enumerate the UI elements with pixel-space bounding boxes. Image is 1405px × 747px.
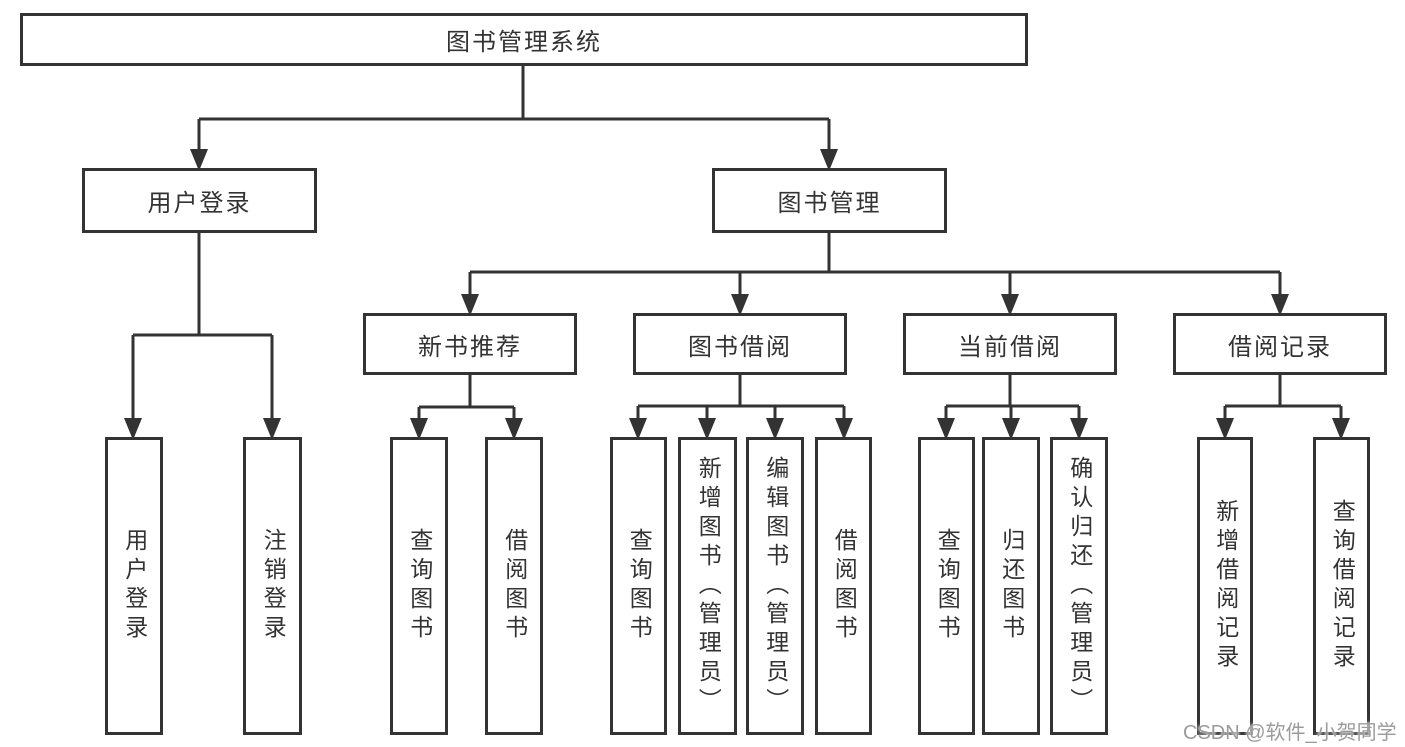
node-book-borrow: 图书借阅 xyxy=(633,313,847,375)
leaf-query-borrow-record: 查询借阅记录 xyxy=(1313,437,1370,735)
leaf-add-books-admin-label: 新增图书（管理员） xyxy=(695,455,722,717)
leaf-logout: 注销登录 xyxy=(243,437,302,735)
node-book-management-label: 图书管理 xyxy=(777,190,882,217)
leaf-query-books-current-label: 查询图书 xyxy=(934,528,961,644)
leaf-query-books-borrow-label: 查询图书 xyxy=(626,528,653,644)
leaf-user-login: 用户登录 xyxy=(105,437,163,735)
leaf-query-books-recommend-label: 查询图书 xyxy=(406,528,433,644)
node-new-book-recommend: 新书推荐 xyxy=(363,313,577,375)
node-library-system: 图书管理系统 xyxy=(20,13,1028,66)
leaf-borrow-books-label: 借阅图书 xyxy=(831,528,858,644)
leaf-user-login-label: 用户登录 xyxy=(121,528,148,644)
node-book-management: 图书管理 xyxy=(712,168,947,233)
node-current-borrow: 当前借阅 xyxy=(903,313,1117,375)
node-borrow-records: 借阅记录 xyxy=(1173,313,1387,375)
leaf-return-books: 归还图书 xyxy=(982,437,1040,735)
leaf-confirm-return-admin-label: 确认归还（管理员） xyxy=(1066,455,1093,717)
leaf-borrow-books: 借阅图书 xyxy=(815,437,872,735)
leaf-confirm-return-admin: 确认归还（管理员） xyxy=(1050,437,1108,735)
csdn-watermark: CSDN @软件_小贺同学 xyxy=(1183,722,1397,744)
node-borrow-records-label: 借阅记录 xyxy=(1228,333,1332,361)
leaf-borrow-books-recommend-label: 借阅图书 xyxy=(501,528,528,644)
leaf-add-borrow-record-label: 新增借阅记录 xyxy=(1212,499,1239,673)
leaf-logout-label: 注销登录 xyxy=(260,528,287,644)
node-user-login: 用户登录 xyxy=(82,168,317,233)
node-current-borrow-label: 当前借阅 xyxy=(958,333,1062,361)
node-new-book-recommend-label: 新书推荐 xyxy=(418,333,522,361)
node-book-borrow-label: 图书借阅 xyxy=(688,333,792,361)
leaf-query-books-recommend: 查询图书 xyxy=(390,437,448,735)
leaf-query-books-borrow: 查询图书 xyxy=(610,437,667,735)
leaf-add-books-admin: 新增图书（管理员） xyxy=(678,437,737,735)
leaf-add-borrow-record: 新增借阅记录 xyxy=(1197,437,1253,735)
leaf-borrow-books-recommend: 借阅图书 xyxy=(485,437,543,735)
node-user-login-label: 用户登录 xyxy=(147,190,252,217)
leaf-query-borrow-record-label: 查询借阅记录 xyxy=(1329,499,1356,673)
leaf-return-books-label: 归还图书 xyxy=(998,528,1025,644)
leaf-query-books-current: 查询图书 xyxy=(918,437,975,735)
node-library-system-label: 图书管理系统 xyxy=(446,29,602,56)
leaf-edit-books-admin: 编辑图书（管理员） xyxy=(746,437,804,735)
leaf-edit-books-admin-label: 编辑图书（管理员） xyxy=(762,455,789,717)
